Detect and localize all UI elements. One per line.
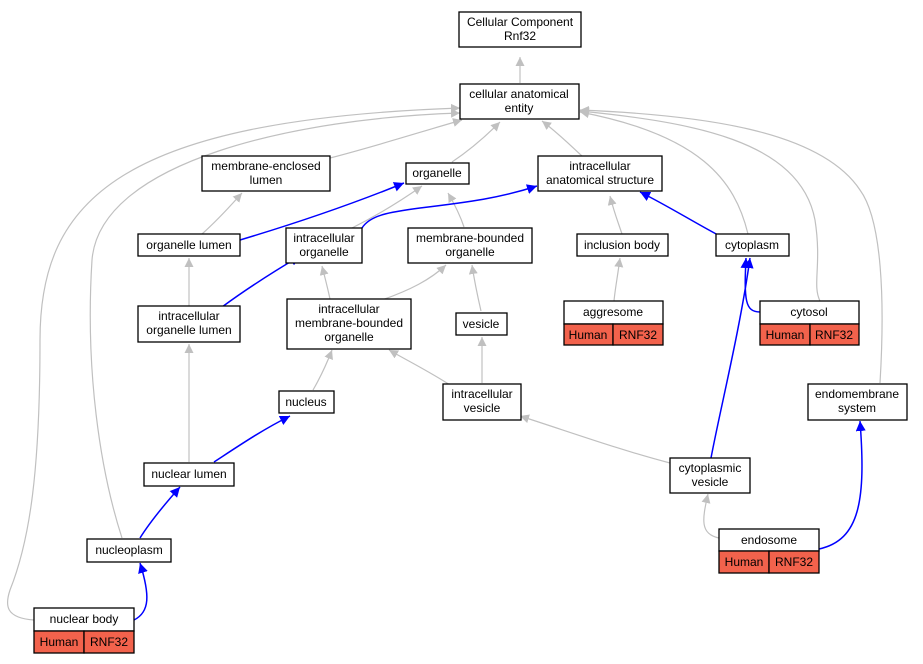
node-endosome[interactable]: endosome Human RNF32 — [718, 528, 820, 574]
edge-ias-to-cae — [541, 120, 583, 157]
edge-cytoplasm-partof-ias — [639, 191, 719, 236]
node-label-line: membrane-enclosed — [211, 159, 320, 173]
node-label-line: aggresome — [583, 305, 643, 319]
node-organelle-lumen[interactable]: organelle lumen — [137, 233, 241, 257]
edge-orglumen-to-mel — [201, 192, 243, 235]
node-membrane-bounded-organelle[interactable]: membrane-bounded organelle — [407, 227, 533, 264]
edge-cytvesicle-to-ivesicle — [519, 414, 671, 464]
node-label-line: endosome — [741, 533, 797, 547]
annotation-species: Human — [725, 555, 764, 569]
annotation-gene: RNF32 — [775, 555, 813, 569]
node-label-line: vesicle — [463, 317, 500, 331]
node-label-line: organelle lumen — [146, 323, 231, 337]
node-label-line: nucleus — [285, 395, 326, 409]
node-label-line: organelle — [445, 245, 495, 259]
node-nuclear-lumen[interactable]: nuclear lumen — [143, 462, 235, 487]
edge-orglumen-partof-organelle — [239, 182, 405, 241]
node-cellular-anatomical-entity[interactable]: cellular anatomical entity — [459, 83, 580, 120]
edge-vesicle-to-mbo — [468, 264, 482, 312]
node-vesicle[interactable]: vesicle — [455, 312, 508, 336]
edge-endosome-to-cytvesicle — [701, 493, 720, 539]
edge-cytvesicle-partof-cytoplasm — [710, 257, 754, 459]
node-cellular-component-root[interactable]: Cellular Component Rnf32 — [458, 11, 582, 48]
node-label-line: intracellular — [318, 302, 379, 316]
edge-nucleoplasm-partof-nuclumen — [139, 486, 181, 539]
node-label-line: organelle — [324, 330, 374, 344]
edge-endomembrane-to-cae — [579, 105, 883, 384]
edge-endosome-partof-endomembrane — [818, 420, 866, 550]
node-label-line: intracellular — [158, 309, 219, 323]
node-nuclear-body[interactable]: nuclear body Human RNF32 — [33, 607, 135, 654]
node-label-line: organelle — [412, 166, 462, 180]
node-label-line: lumen — [250, 173, 283, 187]
edge-ivesicle-to-imbo — [388, 349, 451, 386]
node-membrane-enclosed-lumen[interactable]: membrane-enclosed lumen — [201, 155, 331, 192]
edge-cytosol-partof-cytoplasm — [740, 257, 761, 313]
edge-imbo-to-intorg — [319, 265, 331, 300]
annotation-gene: RNF32 — [815, 328, 853, 342]
annotation-species: Human — [766, 328, 805, 342]
node-label-line: intracellular — [293, 231, 354, 245]
edge-nucleus-to-imbo — [312, 349, 333, 391]
node-label-line: inclusion body — [584, 238, 660, 252]
node-intracellular-organelle-lumen[interactable]: intracellular organelle lumen — [137, 305, 241, 343]
edge-nuclearbody-to-cae — [6, 103, 461, 621]
edge-intorg-to-organelle — [351, 185, 423, 229]
node-label-line: intracellular — [451, 387, 512, 401]
node-label-line: entity — [505, 101, 534, 115]
node-cytoplasm[interactable]: cytoplasm — [715, 233, 790, 257]
node-label-line: system — [838, 401, 876, 415]
edges — [6, 57, 883, 621]
node-label-line: Rnf32 — [504, 29, 536, 43]
node-intracellular-vesicle[interactable]: intracellular vesicle — [442, 383, 522, 421]
node-label-line: Cellular Component — [467, 15, 574, 29]
annotation-gene: RNF32 — [619, 328, 657, 342]
node-label-line: nucleoplasm — [95, 543, 162, 557]
edge-mbo-to-organelle — [447, 192, 465, 228]
annotation-species: Human — [569, 328, 608, 342]
node-label-line: vesicle — [692, 475, 729, 489]
node-intracellular-organelle[interactable]: intracellular organelle — [285, 227, 363, 264]
node-label-line: vesicle — [464, 401, 501, 415]
node-inclusion-body[interactable]: inclusion body — [576, 233, 669, 257]
node-label-line: cellular anatomical — [469, 87, 568, 101]
node-aggresome[interactable]: aggresome Human RNF32 — [563, 300, 664, 346]
node-intracellular-anatomical-structure[interactable]: intracellular anatomical structure — [537, 155, 663, 192]
edge-nuclearbody-partof-nucleoplasm — [133, 562, 148, 621]
node-label-line: organelle — [299, 245, 349, 259]
node-label-line: organelle lumen — [146, 238, 231, 252]
node-cytosol[interactable]: cytosol Human RNF32 — [759, 300, 860, 346]
node-intracellular-membrane-bounded-organelle[interactable]: intracellular membrane-bounded organelle — [286, 298, 412, 350]
node-cytoplasmic-vesicle[interactable]: cytoplasmic vesicle — [669, 457, 751, 494]
node-label-line: cytoplasmic — [679, 461, 742, 475]
node-label-line: anatomical structure — [546, 173, 654, 187]
edge-organelle-to-cae — [451, 121, 501, 163]
node-endomembrane-system[interactable]: endomembrane system — [807, 383, 908, 421]
edge-nucleoplasm-to-cae — [89, 108, 461, 539]
node-nucleoplasm[interactable]: nucleoplasm — [86, 538, 172, 563]
edge-nuclumen-partof-nucleus — [213, 415, 291, 463]
edge-aggresome-to-inclusion — [613, 257, 624, 302]
node-label-line: membrane-bounded — [295, 316, 403, 330]
node-label-line: nuclear body — [50, 612, 119, 626]
node-label-line: endomembrane — [815, 387, 899, 401]
node-label-line: membrane-bounded — [416, 231, 524, 245]
node-organelle[interactable]: organelle — [405, 162, 470, 185]
node-nucleus[interactable]: nucleus — [278, 390, 335, 414]
node-label-line: intracellular — [569, 159, 630, 173]
node-label-line: cytoplasm — [725, 238, 779, 252]
node-label-line: nuclear lumen — [151, 467, 226, 481]
edge-inclusion-to-ias — [607, 195, 623, 235]
annotation-gene: RNF32 — [90, 635, 128, 649]
edge-cytosol-to-cae — [579, 107, 821, 302]
nodes: Cellular Component Rnf32 cellular anatom… — [33, 11, 908, 654]
edge-imbo-to-mbo — [381, 264, 447, 301]
edge-cytoplasm-to-cae — [579, 109, 749, 235]
annotation-species: Human — [40, 635, 79, 649]
edge-intorg-partof-ias — [361, 184, 538, 229]
edge-mel-to-cae — [329, 118, 463, 159]
node-label-line: cytosol — [790, 305, 827, 319]
